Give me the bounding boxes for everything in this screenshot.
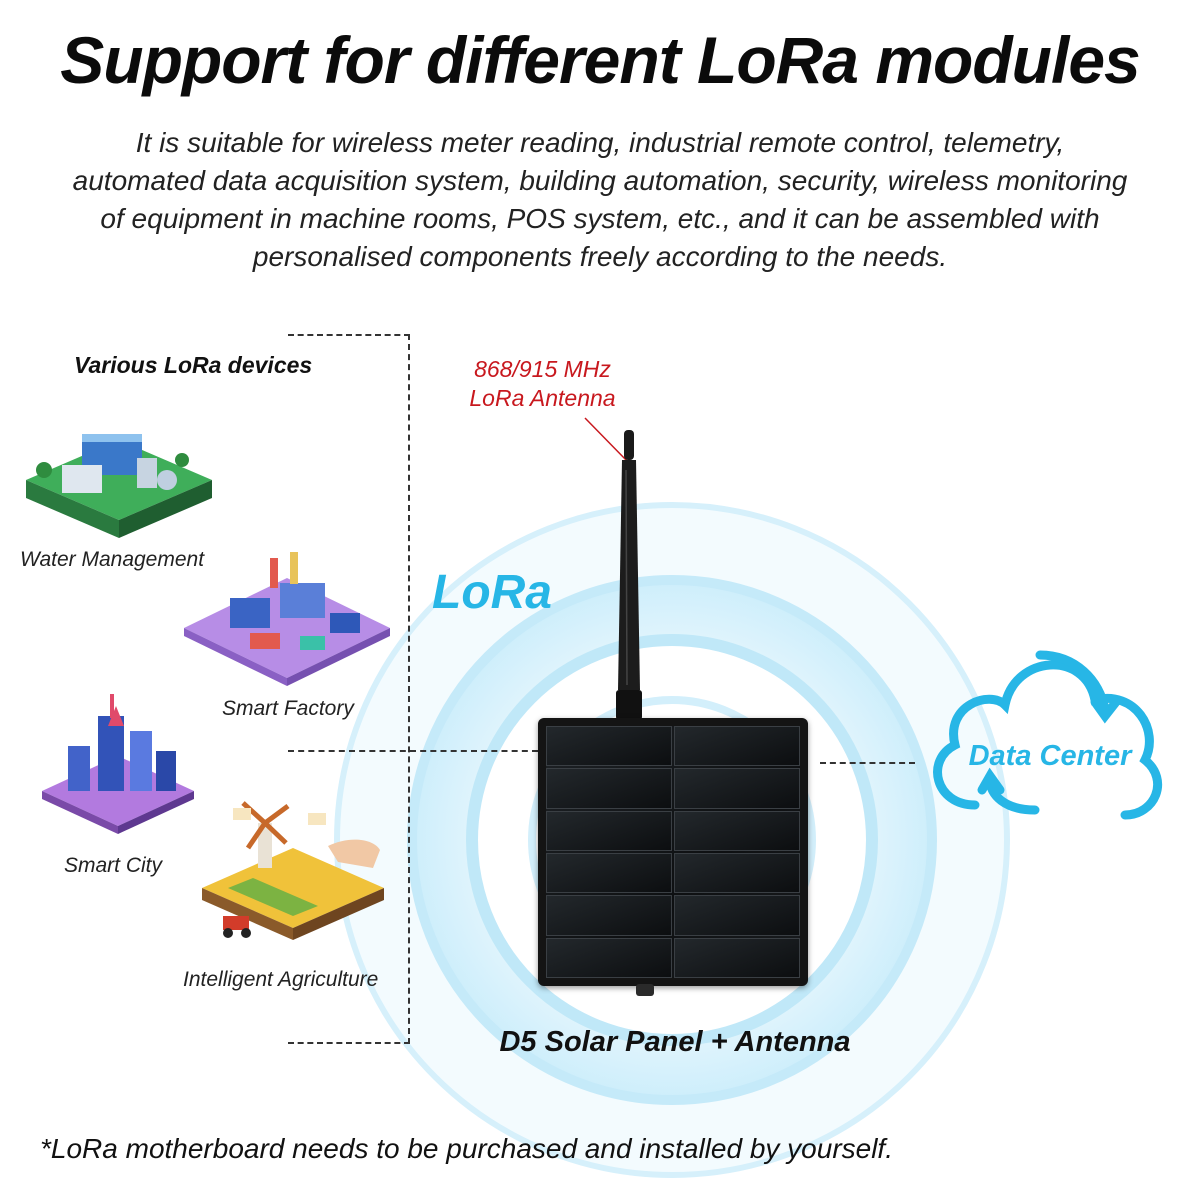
lora-signal-label: LoRa — [432, 566, 552, 619]
solar-panel-image — [538, 718, 808, 986]
solar-cell — [674, 768, 800, 809]
connector-line-right — [820, 762, 915, 764]
description-line: personalised components freely according… — [252, 241, 948, 272]
data-center-label: Data Center — [968, 740, 1132, 772]
description-line: It is suitable for wireless meter readin… — [135, 127, 1065, 158]
antenna-frequency: 868/915 MHz — [474, 356, 611, 382]
solar-cell — [674, 852, 800, 894]
description-line: of equipment in machine rooms, POS syste… — [100, 203, 1100, 234]
description-line: automated data acquisition system, build… — [72, 165, 1128, 196]
antenna-icon — [616, 430, 642, 720]
devices-heading: Various LoRa devices — [74, 352, 313, 378]
antenna-type: LoRa Antenna — [469, 385, 616, 411]
water-management-icon — [26, 434, 212, 538]
antenna-frequency-label: 868/915 MHz LoRa Antenna — [430, 355, 655, 413]
solar-cell — [546, 810, 672, 851]
solar-cell — [546, 852, 672, 894]
footnote: *LoRa motherboard needs to be purchased … — [40, 1133, 893, 1164]
antenna-pointer-line — [584, 417, 629, 463]
solar-cell — [674, 810, 800, 851]
solar-cell — [674, 937, 800, 978]
panel-connector — [636, 984, 654, 996]
solar-cell — [674, 895, 800, 936]
solar-cell — [674, 726, 800, 767]
description: It is suitable for wireless meter readin… — [20, 124, 1180, 276]
solar-cells — [546, 726, 800, 978]
smart-factory-icon — [184, 552, 390, 686]
device-label-intelligent-agriculture: Intelligent Agriculture — [183, 968, 379, 991]
devices-bracket — [288, 334, 410, 1044]
solar-cell — [546, 937, 672, 978]
device-label-water-management: Water Management — [20, 548, 205, 571]
page-title: Support for different LoRa modules — [60, 23, 1140, 97]
intelligent-agriculture-icon — [202, 801, 384, 940]
device-label-smart-factory: Smart Factory — [222, 697, 354, 720]
smart-city-icon — [42, 694, 194, 834]
cloud-sync-icon — [933, 650, 1163, 820]
device-label-smart-city: Smart City — [64, 854, 163, 877]
connector-line-left — [288, 750, 538, 752]
product-caption: D5 Solar Panel + Antenna — [499, 1026, 851, 1058]
solar-cell — [546, 768, 672, 809]
solar-cell — [546, 895, 672, 936]
solar-cell — [546, 726, 672, 767]
